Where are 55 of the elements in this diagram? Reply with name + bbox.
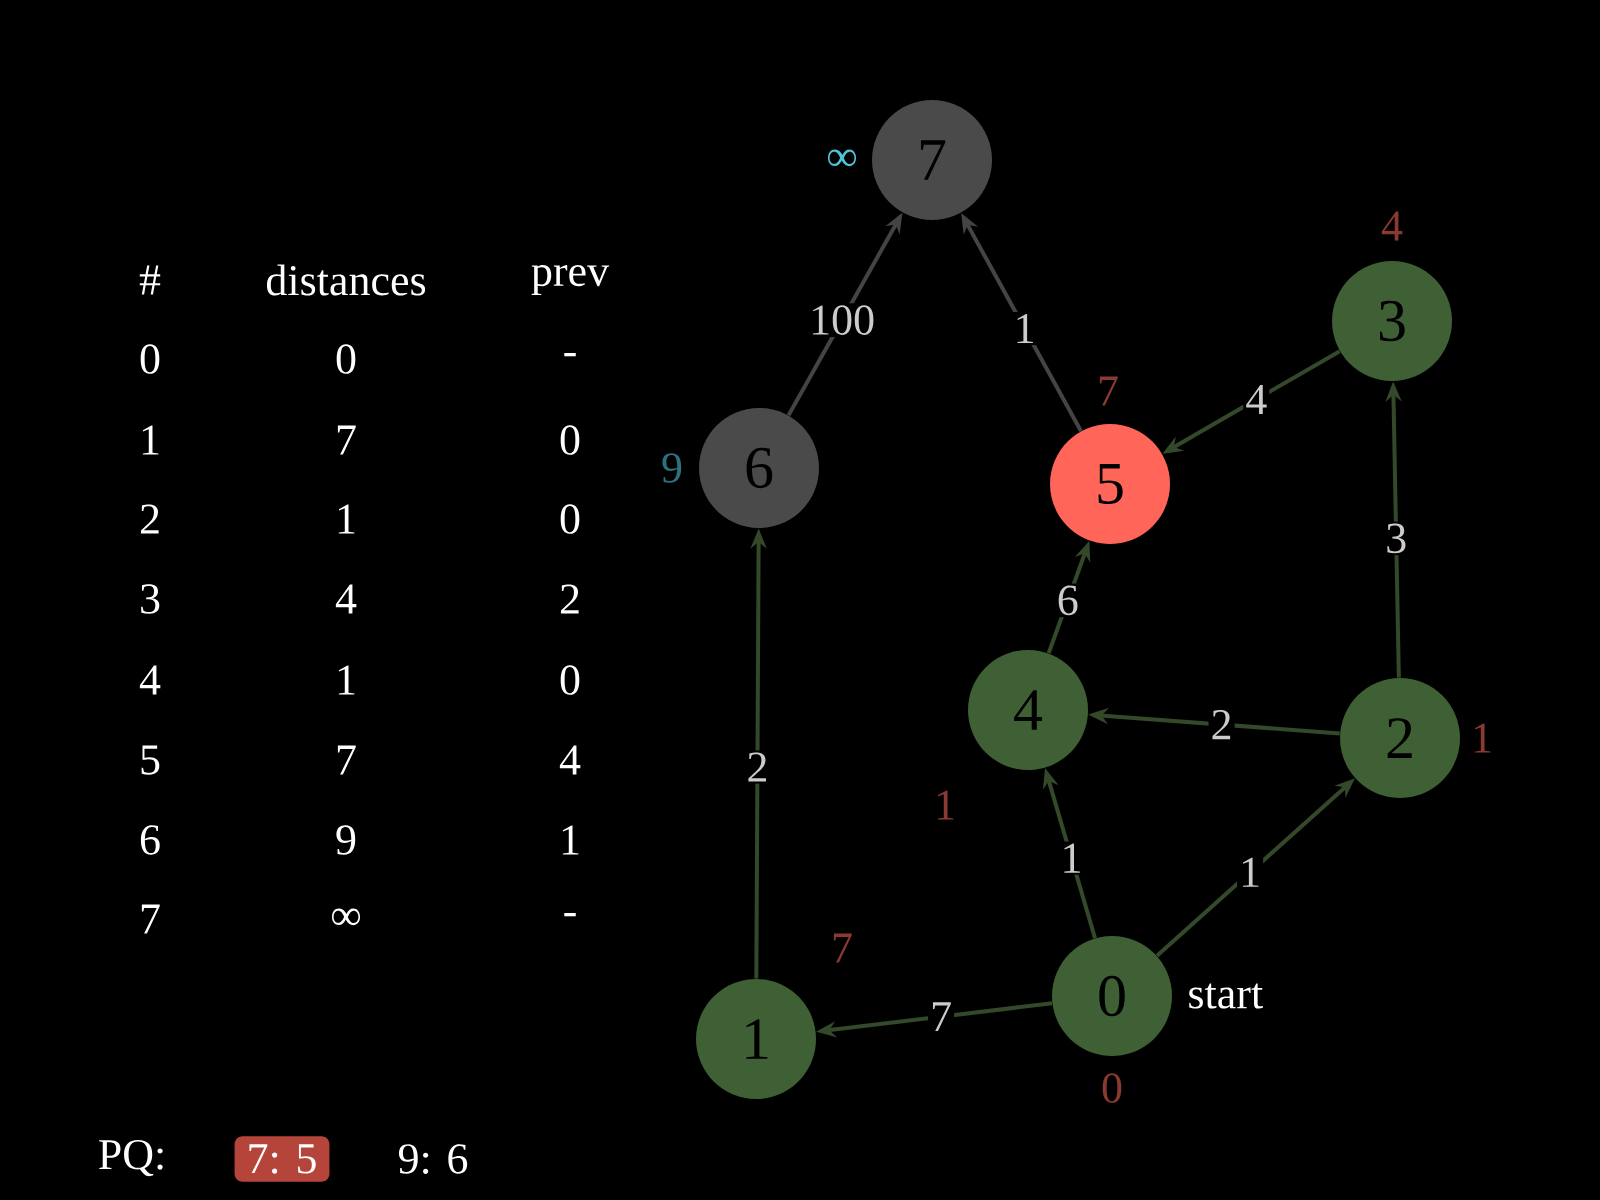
start-label: start bbox=[1189, 983, 1263, 1009]
table-value: 1 bbox=[142, 425, 159, 455]
table-value: - bbox=[564, 353, 576, 357]
table-value: 4 bbox=[559, 745, 581, 775]
table-value: 7 bbox=[337, 425, 356, 455]
edge-label: 1 bbox=[1011, 312, 1038, 346]
table-value: - bbox=[564, 913, 576, 917]
graph-node: 3 bbox=[1332, 261, 1452, 381]
graph-node: 4 bbox=[968, 650, 1088, 770]
column-header: # bbox=[139, 265, 161, 295]
table-value: 7 bbox=[337, 745, 356, 775]
table-value: 0 bbox=[560, 665, 580, 695]
distance-label: 1 bbox=[1474, 723, 1491, 753]
column-header: distances bbox=[266, 264, 426, 296]
column-header: prev bbox=[531, 264, 610, 296]
table-value: 2 bbox=[560, 584, 579, 614]
graph-node: 6 bbox=[699, 408, 819, 528]
table-value: 4 bbox=[139, 665, 161, 695]
edge-label: 1 bbox=[1237, 855, 1264, 889]
table-value: 1 bbox=[338, 665, 355, 695]
distance-label: 9 bbox=[662, 453, 682, 483]
graph-node: 5 bbox=[1050, 424, 1170, 544]
table-value: 0 bbox=[560, 504, 580, 534]
graph-node: 1 bbox=[696, 979, 816, 1099]
table-value: 1 bbox=[338, 504, 355, 534]
table-value: 2 bbox=[140, 504, 159, 534]
table-value: 6 bbox=[140, 825, 160, 855]
table-value: 5 bbox=[141, 745, 160, 775]
queue-entry: 9: 6 bbox=[398, 1144, 468, 1174]
graph-node: 0 bbox=[1052, 936, 1172, 1056]
edge-label: 7 bbox=[928, 1000, 955, 1034]
distance-label: ∞ bbox=[828, 149, 857, 167]
edge-label: 100 bbox=[807, 303, 878, 337]
queue-label: PQ: bbox=[99, 1139, 163, 1177]
edge-label: 2 bbox=[744, 750, 771, 784]
queue-item: 7: 5 bbox=[234, 1136, 330, 1182]
distance-label: 1 bbox=[937, 790, 954, 820]
edge-label: 3 bbox=[1383, 521, 1410, 556]
table-value: 7 bbox=[141, 904, 160, 934]
table-value: ∞ bbox=[332, 908, 361, 926]
distance-label: 4 bbox=[1381, 211, 1403, 241]
table-value: 9 bbox=[336, 825, 356, 855]
table-value: 1 bbox=[562, 825, 579, 855]
table-value: 0 bbox=[560, 425, 580, 455]
table-value: 3 bbox=[141, 584, 160, 614]
distance-label: 0 bbox=[1102, 1073, 1122, 1103]
graph-node: 2 bbox=[1340, 678, 1460, 798]
table-value: 0 bbox=[140, 344, 160, 374]
distance-label: 7 bbox=[833, 933, 852, 963]
edge-label: 4 bbox=[1243, 382, 1270, 416]
table-value: 4 bbox=[335, 584, 357, 614]
table-value: 0 bbox=[336, 344, 356, 374]
graph-node: 7 bbox=[872, 100, 992, 220]
edge-label: 2 bbox=[1208, 708, 1235, 742]
distance-label: 7 bbox=[1099, 376, 1118, 406]
